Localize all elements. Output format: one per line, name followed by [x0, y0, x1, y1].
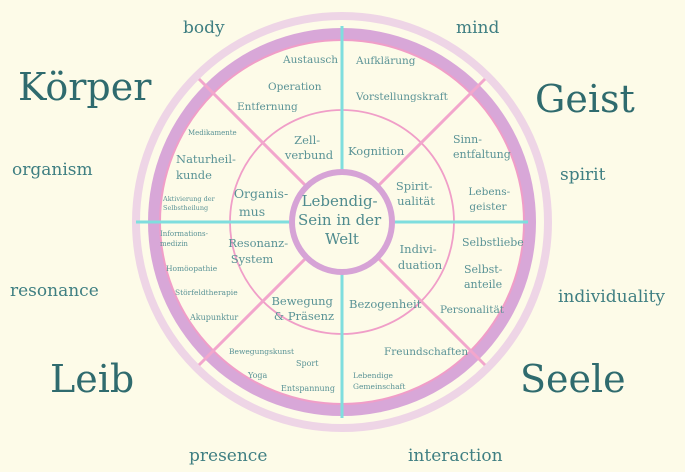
item-medikamente: Medikamente — [188, 129, 237, 137]
label-individuality: individuality — [558, 287, 665, 307]
label-seele: Seele — [520, 357, 626, 401]
item-sport: Sport — [296, 359, 319, 368]
item-operation: Operation — [268, 81, 322, 93]
item-vorstellungskraft: Vorstellungskraft — [355, 91, 449, 103]
label-organism: organism — [12, 160, 93, 180]
item-stoerfeldtherapie: Störfeldtherapie — [175, 288, 238, 297]
inner-zellverbund: Zell- verbund — [284, 133, 334, 162]
label-mind: mind — [456, 18, 500, 38]
item-naturheilkunde: Naturheil- kunde — [176, 152, 240, 182]
item-bewegungskunst: Bewegungskunst — [229, 347, 294, 356]
item-personalitaet: Personalität — [440, 304, 505, 316]
label-body: body — [183, 18, 225, 38]
item-aufklaerung: Aufklärung — [355, 55, 416, 67]
item-selbstanteile: Selbst- anteile — [464, 263, 506, 291]
label-leib: Leib — [50, 357, 134, 401]
item-homoeopathie: Homöopathie — [166, 264, 218, 273]
item-austausch: Austausch — [282, 54, 338, 66]
inner-bezogenheit: Bezogenheit — [349, 297, 422, 311]
inner-kognition: Kognition — [348, 144, 405, 158]
inner-bewegung: Bewegung & Präsenz — [271, 294, 336, 323]
inner-spiritualitaet: Spirit- ualität — [396, 179, 436, 208]
label-koerper: Körper — [18, 65, 152, 109]
label-geist: Geist — [535, 77, 635, 121]
label-presence: presence — [189, 446, 267, 466]
label-spirit: spirit — [560, 165, 606, 185]
label-interaction: interaction — [408, 446, 503, 466]
item-selbstliebe: Selbstliebe — [462, 236, 524, 249]
item-gemeinschaft: Lebendige Gemeinschaft — [353, 371, 405, 391]
inner-resonanzsystem: Resonanz- System — [228, 236, 292, 266]
item-aktivierung: Aktivierung der Selbstheilung — [162, 195, 217, 212]
item-entspannung: Entspannung — [281, 384, 335, 393]
inner-organismus: Organis- mus — [234, 186, 292, 219]
item-entfernung: Entfernung — [237, 101, 298, 113]
item-lebensgeister: Lebens- geister — [468, 186, 513, 213]
item-sinnentfaltung: Sinn- entfaltung — [453, 133, 511, 161]
inner-individuation: Indivi- duation — [398, 242, 443, 272]
item-akupunktur: Akupunktur — [189, 313, 238, 322]
item-informationsmedizin: Informations- medizin — [160, 230, 210, 248]
item-freundschaften: Freundschaften — [384, 346, 468, 358]
center-label: Lebendig- Sein in der Welt — [298, 192, 386, 248]
label-resonance: resonance — [10, 281, 99, 301]
center-circle — [289, 169, 395, 275]
item-yoga: Yoga — [247, 371, 268, 380]
